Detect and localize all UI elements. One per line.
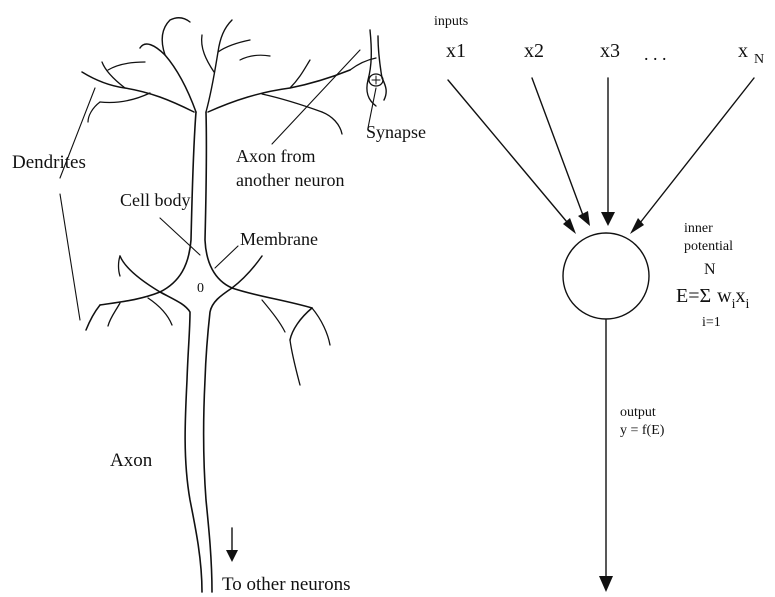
label-axon: Axon [110,450,153,471]
label-axon-from-line1: Axon from [236,146,316,166]
label-dendrites: Dendrites [12,152,86,173]
lower-dendrites [86,256,330,385]
label-to-other-neurons: To other neurons [222,574,350,595]
biological-neuron: Dendrites Cell body Membrane 0 Axon from… [12,18,426,595]
input-arrow-xn [636,78,754,228]
to-other-neurons-arrow [226,528,238,562]
inner-label-line1: inner [684,221,713,236]
label-cell-body: Cell body [120,190,191,210]
input-x3-label: x3 [600,40,620,62]
upper-dendrites [82,18,376,134]
inputs-title: inputs [434,14,468,29]
input-ellipsis: . . . [644,44,667,64]
output-formula: y = f(E) [620,423,665,438]
label-membrane: Membrane [240,229,318,249]
inner-label-line2: potential [684,239,733,254]
formula-sum-upper: N [704,261,716,278]
input-arrow-x2 [532,78,584,218]
label-nucleus: 0 [197,281,204,296]
neuron-node [563,233,649,319]
incoming-axon [367,30,386,106]
label-synapse: Synapse [366,122,426,142]
input-x1-label: x1 [446,40,466,62]
output-label: output [620,405,656,420]
input-arrow-x1 [448,80,572,228]
formula-sum-lower: i=1 [702,315,721,330]
label-axon-from-line2: another neuron [236,170,344,190]
input-x2-label: x2 [524,40,544,62]
input-arrows [448,78,754,234]
